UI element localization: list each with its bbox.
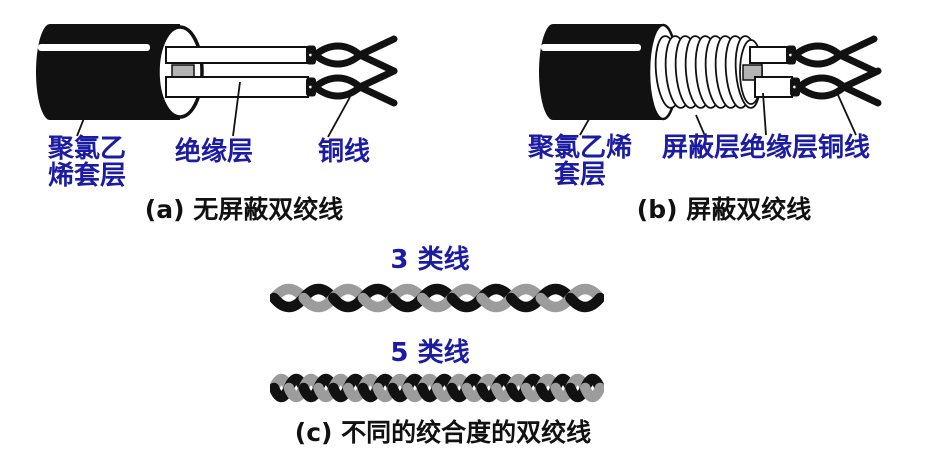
caption-a: (a) 无屏蔽双绞线 [144, 195, 344, 224]
leader-b-insulation [762, 92, 767, 136]
diagram-a-art [36, 24, 445, 138]
leader-a-insulation [232, 81, 241, 137]
label-a-jacket: 聚氯乙 烯套层 [48, 134, 127, 191]
caption-b: (b) 屏蔽双绞线 [636, 195, 812, 224]
insulated-wire-b-top [749, 46, 789, 64]
braid-wire-segment [579, 382, 604, 403]
label-a-insulation: 绝缘层 [175, 137, 254, 167]
jacket-b-body [553, 24, 663, 120]
twisted-copper-a-top [306, 39, 394, 71]
braid-cat3 [270, 283, 604, 313]
label-cat5: 5 类线 [390, 338, 470, 368]
twisted-copper-b-bottom [790, 71, 878, 103]
diagram-b-art [539, 23, 940, 137]
label-b-shield: 屏蔽层 [662, 133, 741, 163]
jacket-a-highlight [38, 44, 150, 51]
insulated-wire-a-bottom [165, 76, 309, 98]
caption-c: (c) 不同的绞合度的双绞线 [294, 418, 592, 447]
label-cat3: 3 类线 [390, 245, 470, 275]
braid-wire-segment [565, 292, 604, 313]
label-b-insulation: 绝缘层 [740, 133, 819, 163]
leader-b-shield [695, 114, 706, 137]
insulated-wire-a-top [165, 46, 309, 64]
label-b-copper: 铜线 [818, 133, 871, 163]
leader-a-copper [327, 96, 351, 138]
shield-coil-b [654, 35, 762, 109]
label-b-layer-group: 屏蔽层 绝缘层 铜线 [662, 135, 870, 162]
label-b-jacket: 聚氯乙烯 套层 [527, 133, 632, 190]
jacket-b-highlight [541, 44, 641, 51]
braid-cat5 [270, 373, 604, 403]
insulated-wire-b-bottom [754, 76, 793, 98]
leader-b-copper [837, 94, 857, 136]
leader-a-jacket [76, 107, 89, 137]
leader-b-jacket [579, 111, 594, 136]
label-a-copper: 铜线 [318, 137, 371, 167]
twisted-copper-b-top [786, 39, 874, 71]
